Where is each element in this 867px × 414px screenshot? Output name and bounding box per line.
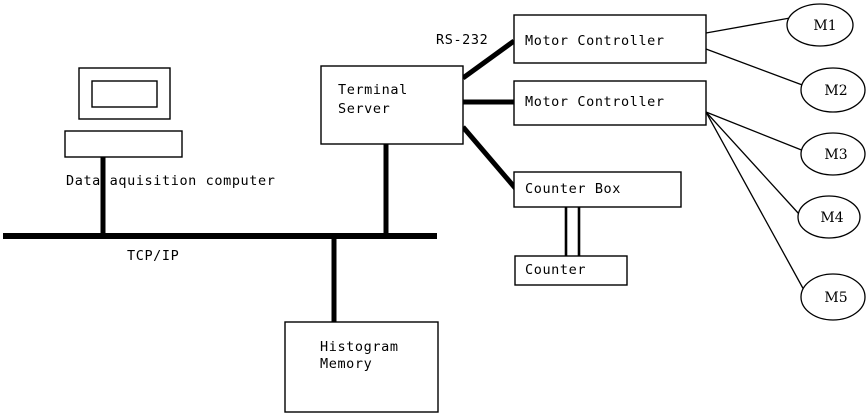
terminal-server-label-line1: Terminal bbox=[338, 82, 408, 98]
motor-controller-2-box bbox=[513, 80, 707, 126]
motor-m3-label: M3 bbox=[824, 147, 847, 163]
histogram-memory-label-line2: Memory bbox=[320, 356, 372, 372]
monitor-screen bbox=[91, 80, 158, 108]
counter-box-box bbox=[513, 171, 682, 208]
computer-caption: Data aquisition computer bbox=[66, 173, 275, 189]
motor-m3-shape bbox=[800, 132, 866, 176]
link-motor-controller-1-to-m2 bbox=[705, 48, 806, 87]
motor-m5-shape bbox=[800, 273, 866, 321]
motor-m2-shape bbox=[800, 67, 866, 113]
link-terminal-server-to-motor-controller-1 bbox=[461, 38, 516, 81]
motor-controller-1-label: Motor Controller bbox=[525, 33, 665, 49]
counter-box-label: Counter Box bbox=[525, 181, 621, 197]
motor-m4-label: M4 bbox=[820, 210, 843, 226]
counter-label: Counter bbox=[525, 262, 586, 278]
motor-m4-shape bbox=[797, 195, 861, 239]
rs232-link-label: RS-232 bbox=[436, 32, 488, 48]
counter-box bbox=[514, 255, 628, 286]
motor-controller-1-box bbox=[513, 14, 707, 64]
link-motor-controller-2-to-m3 bbox=[705, 111, 805, 152]
motor-m1-label: M1 bbox=[813, 18, 836, 34]
histogram-memory-box bbox=[284, 321, 439, 413]
motor-m5-label: M5 bbox=[824, 290, 847, 306]
tcpip-bus-label: TCP/IP bbox=[127, 248, 179, 264]
histogram-memory-label-line1: Histogram bbox=[320, 339, 399, 355]
link-terminal-server-to-counter-box bbox=[461, 125, 518, 191]
terminal-server-box bbox=[320, 65, 464, 145]
motor-m2-label: M2 bbox=[824, 83, 847, 99]
motor-controller-2-label: Motor Controller bbox=[525, 94, 665, 110]
motor-m1-shape bbox=[786, 3, 854, 47]
link-motor-controller-2-to-m4 bbox=[705, 111, 800, 215]
link-motor-controller-1-to-m1 bbox=[705, 17, 791, 34]
link-motor-controller-2-to-m5 bbox=[705, 111, 806, 293]
terminal-server-label-line2: Server bbox=[338, 101, 390, 117]
keyboard-base bbox=[64, 130, 183, 158]
